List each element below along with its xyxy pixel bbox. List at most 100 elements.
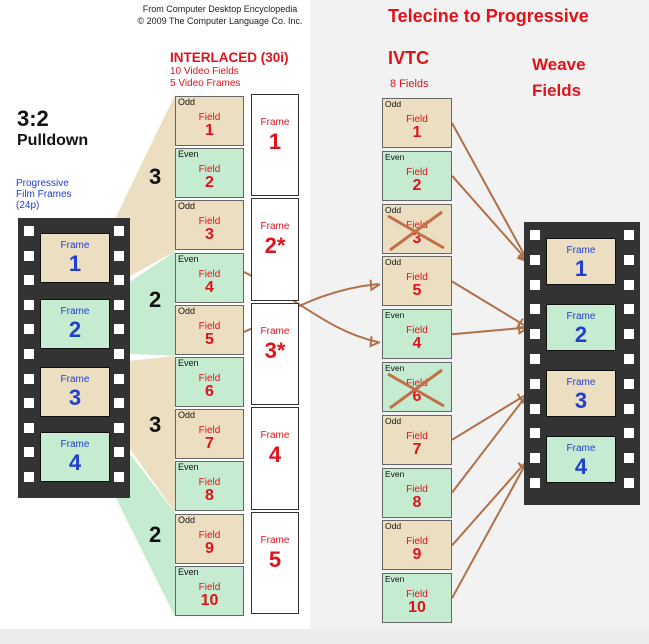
sprocket-hole (530, 254, 540, 265)
field-number: 8 (412, 493, 422, 511)
field-number: 4 (205, 278, 214, 296)
video-frame-label: Frame (260, 117, 290, 128)
weave-frame-number: 3 (574, 388, 588, 413)
field-number: 4 (412, 335, 422, 353)
field-number: 9 (412, 546, 422, 564)
sprocket-hole (624, 453, 634, 464)
field-label: Field (198, 164, 221, 176)
sprocket-hole (114, 472, 124, 482)
sprocket-hole (624, 304, 634, 315)
field-number: 2 (412, 176, 422, 194)
video-frame-number: 1 (268, 129, 282, 154)
film-frames-label: Progressive Film Frames (24p) (16, 178, 72, 211)
interlaced-fields-count: 10 Video Fields (170, 66, 239, 77)
repeat-count-3: 3 (149, 412, 162, 437)
film-label-line-1: Progressive (16, 178, 69, 189)
sprocket-hole (624, 478, 634, 488)
field-parity: Odd (178, 410, 196, 421)
repeat-count-4: 2 (149, 522, 162, 547)
film-frame-label: Frame (60, 439, 90, 450)
field-label: Field (198, 268, 221, 280)
sprocket-hole (114, 447, 124, 458)
field-parity: Odd (385, 204, 402, 215)
field-number: 1 (412, 124, 422, 141)
video-frame-number: 2* (264, 233, 286, 259)
film-label-line-3: (24p) (16, 200, 40, 211)
field-parity: Even (178, 566, 199, 577)
sprocket-hole (24, 275, 34, 286)
film-frame-label: Frame (60, 374, 90, 385)
credit-line-2: © 2009 The Computer Language Co. Inc. (137, 16, 303, 26)
sprocket-hole (114, 299, 124, 310)
video-frame-label: Frame (260, 325, 290, 337)
field-label: Field (406, 378, 428, 389)
field-number: 6 (412, 388, 422, 405)
sprocket-hole (24, 447, 34, 458)
sprocket-hole (624, 378, 634, 389)
weave-arrow-3 (451, 280, 529, 329)
sprocket-hole (114, 349, 124, 359)
sprocket-hole (114, 275, 124, 286)
video-frame-number: 4 (268, 442, 282, 468)
field-number: 10 (200, 591, 219, 609)
sprocket-hole (24, 349, 34, 359)
field-label: Field (406, 325, 428, 337)
sprocket-hole (24, 226, 34, 236)
weave-arrow-5 (451, 392, 529, 441)
dropped-field-cross (387, 210, 445, 251)
field-label: Field (406, 272, 428, 284)
video-frame-label: Frame (260, 430, 290, 442)
sprocket-hole (530, 304, 540, 315)
field-label: Field (406, 166, 428, 178)
field-number: 5 (205, 330, 214, 348)
pulldown-subtitle: Pulldown (17, 132, 89, 149)
field-label: Field (406, 483, 428, 495)
field-number: 8 (205, 487, 214, 505)
weave-frame-label: Frame (566, 311, 596, 322)
field-parity: Odd (385, 415, 402, 426)
field-number: 6 (205, 383, 214, 400)
weave-arrow-4 (451, 326, 529, 336)
field-number: 5 (412, 282, 422, 300)
field-number: 7 (412, 440, 422, 458)
field-parity: Odd (178, 201, 196, 212)
field-number: 2 (205, 174, 214, 192)
field-parity: Even (178, 462, 199, 473)
sprocket-hole (114, 324, 124, 335)
weave-frame-label: Frame (566, 443, 596, 454)
sprocket-hole (114, 226, 124, 236)
sprocket-hole (24, 299, 34, 310)
sprocket-hole (624, 428, 634, 439)
weave-arrow-7 (451, 458, 529, 547)
field-parity: Even (178, 149, 199, 160)
field-number: 9 (205, 539, 214, 557)
field-parity: Odd (385, 521, 402, 532)
video-frame-label: Frame (260, 534, 290, 546)
sprocket-hole (114, 373, 124, 384)
field-parity: Odd (385, 257, 402, 268)
sprocket-hole (624, 254, 634, 265)
sprocket-hole (530, 279, 540, 290)
sprocket-hole (24, 472, 34, 482)
field-number: 3 (205, 226, 214, 244)
sprocket-hole (530, 428, 540, 439)
sprocket-hole (624, 329, 634, 340)
interlaced-title: INTERLACED (30i) (170, 50, 289, 65)
